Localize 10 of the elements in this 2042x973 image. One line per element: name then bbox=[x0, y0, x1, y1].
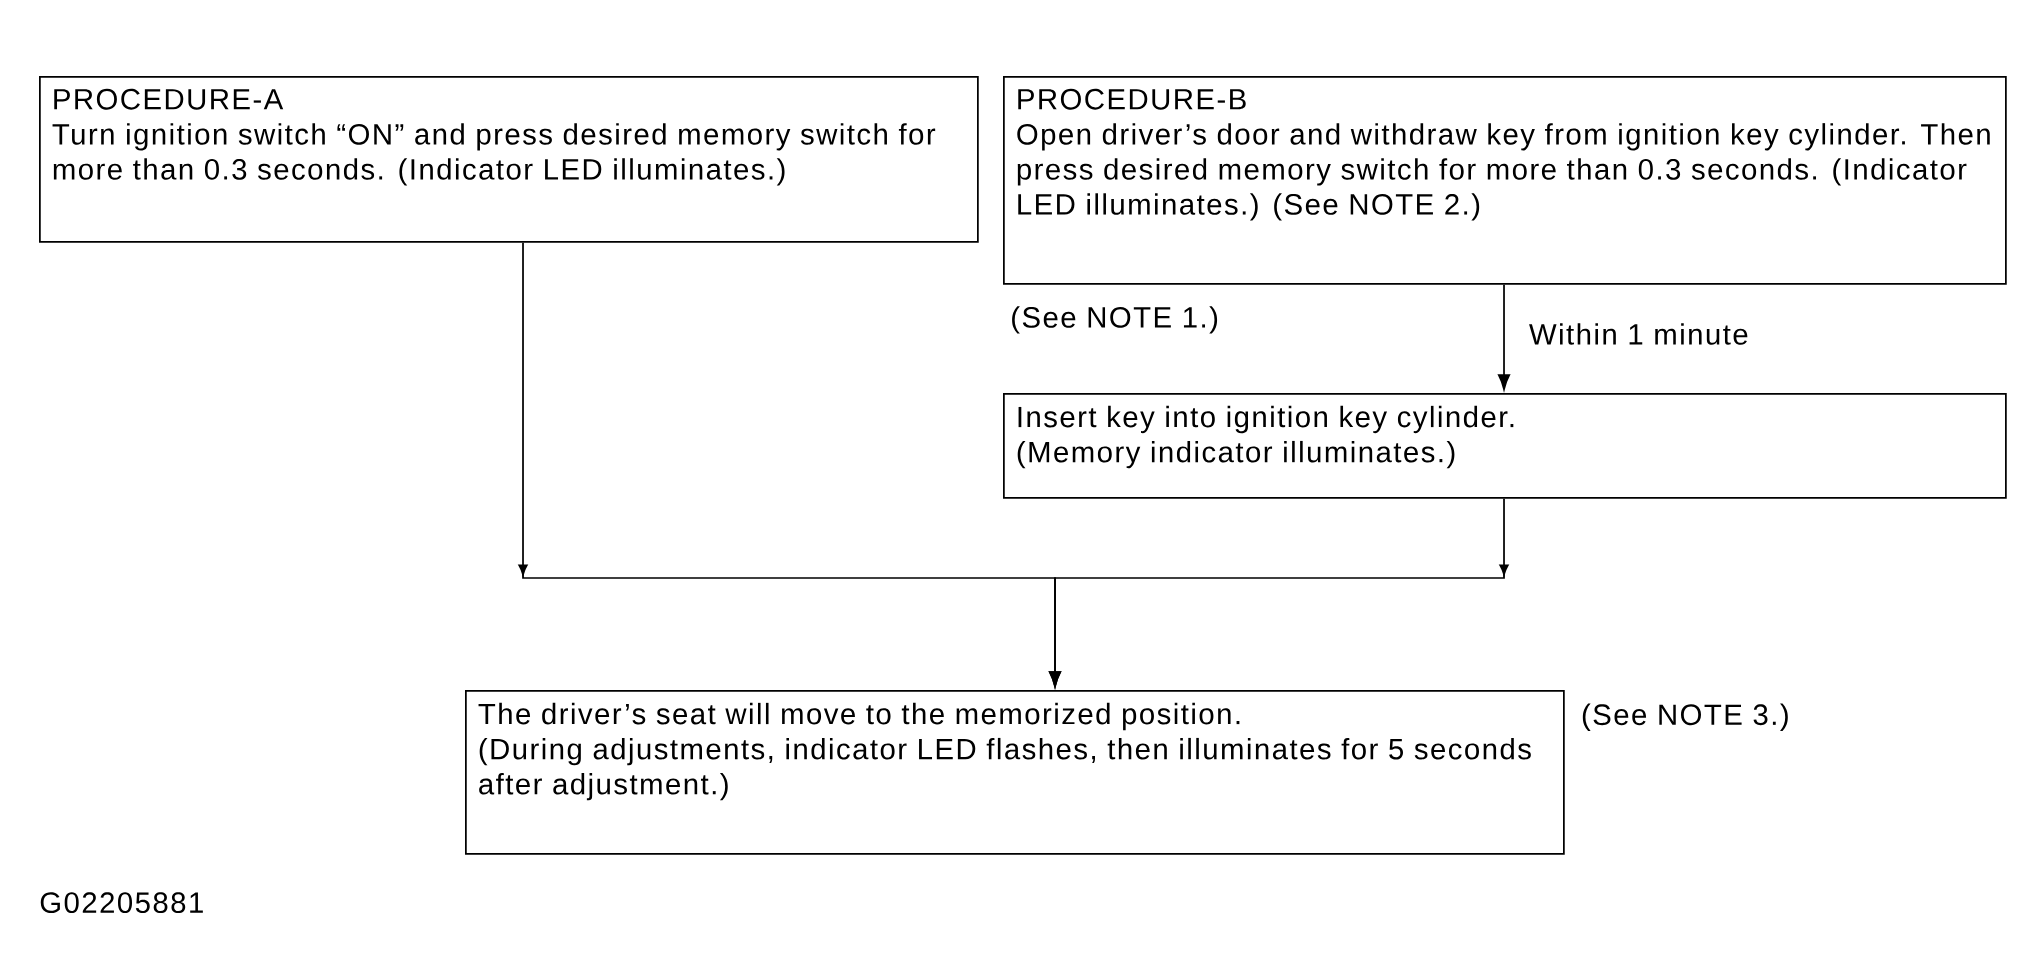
note-text: (See NOTE 3.) bbox=[1582, 703, 1788, 731]
process-box: PROCEDURE-A Turn ignition switch “ON” and press desired memory switch for more than 0.3 seconds. (Indicator LED illuminates.) bbox=[39, 76, 979, 243]
process-box: The driver’s seat will move to the memorized position. (During adjustments, indicator LED flashes, then illuminates for 5 seconds after adjustment.) bbox=[465, 690, 1565, 855]
note-text: G02205881 bbox=[40, 892, 203, 914]
process-box: PROCEDURE-B Open driver’s door and withdraw key from ignition key cylinder. Then press desired memory switch for more than 0.3 seconds. (Indicator LED illuminates.) (See NOTE 2.) bbox=[1003, 76, 2007, 285]
process-box: Insert key into ignition key cylinder. (Memory indicator illuminates.) bbox=[1003, 393, 2007, 499]
arrow bbox=[1048, 497, 1509, 688]
note-text: (See NOTE 1.) bbox=[1012, 306, 1218, 334]
arrow bbox=[1497, 283, 1511, 391]
edge-label: Within 1 minute bbox=[1526, 320, 1752, 348]
